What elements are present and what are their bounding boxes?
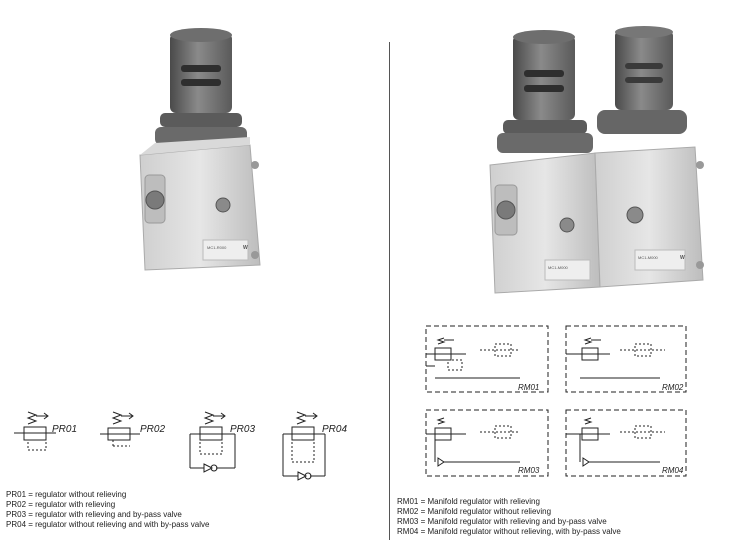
rm-legend: RM01 = Manifold regulator with relieving…: [397, 497, 621, 537]
symbol-label: RM03: [518, 466, 540, 475]
symbol-pr04: PR04: [282, 411, 347, 481]
legend-line-pr02: PR02 = regulator with relieving: [6, 500, 116, 509]
legend-line-pr01: PR01 = regulator without relieving: [6, 490, 127, 499]
symbol-label: PR04: [322, 424, 347, 435]
product-label: MC1-R000: [207, 245, 227, 250]
rm-symbol-grid: RM01 RM02 RM03 RM04: [425, 325, 687, 477]
product-label-b: MC1-M000: [638, 255, 659, 260]
symbol-pr02: PR02: [100, 411, 165, 447]
manifold-regulator-photo: MC1-M000 MC1-M000 W: [489, 26, 704, 294]
legend-line-rm04: RM04 = Manifold regulator without reliev…: [397, 527, 621, 536]
port: [145, 190, 165, 210]
symbol-label: PR03: [230, 424, 255, 435]
knob-cap: [170, 33, 232, 113]
gauge-port: [215, 197, 231, 213]
symbol-rm02: RM02: [565, 325, 687, 393]
legend-line-rm01: RM01 = Manifold regulator with relieving: [397, 497, 540, 506]
regulator-body: [139, 144, 261, 271]
regulator-photo: MC1-R000 W: [139, 28, 261, 271]
symbol-pr03: PR03: [189, 411, 255, 473]
section-divider: [389, 42, 390, 540]
pr-legend: PR01 = regulator without relieving PR02 …: [6, 490, 209, 530]
symbol-label: PR01: [52, 424, 77, 435]
symbol-rm04: RM04: [565, 409, 687, 477]
symbol-pr01: PR01: [14, 411, 77, 451]
symbol-label: RM04: [662, 466, 684, 475]
knob-cap: [513, 35, 575, 120]
legend-line-pr03: PR03 = regulator with relieving and by-p…: [6, 510, 182, 519]
symbol-label: RM02: [662, 383, 684, 392]
symbol-label: RM01: [518, 383, 539, 392]
legend-line-rm03: RM03 = Manifold regulator with relieving…: [397, 517, 607, 526]
legend-line-pr04: PR04 = regulator without relieving and w…: [6, 520, 210, 529]
brand-logo: W: [243, 245, 248, 251]
legend-line-rm02: RM02 = Manifold regulator without reliev…: [397, 507, 552, 516]
symbol-label: PR02: [140, 424, 165, 435]
symbol-rm01: RM01: [425, 325, 549, 393]
pr-symbol-row: PR01 PR02 PR03 PR04: [14, 411, 347, 481]
product-label-a: MC1-M000: [548, 265, 569, 270]
symbol-rm03: RM03: [425, 409, 549, 477]
brand-logo: W: [680, 255, 685, 261]
